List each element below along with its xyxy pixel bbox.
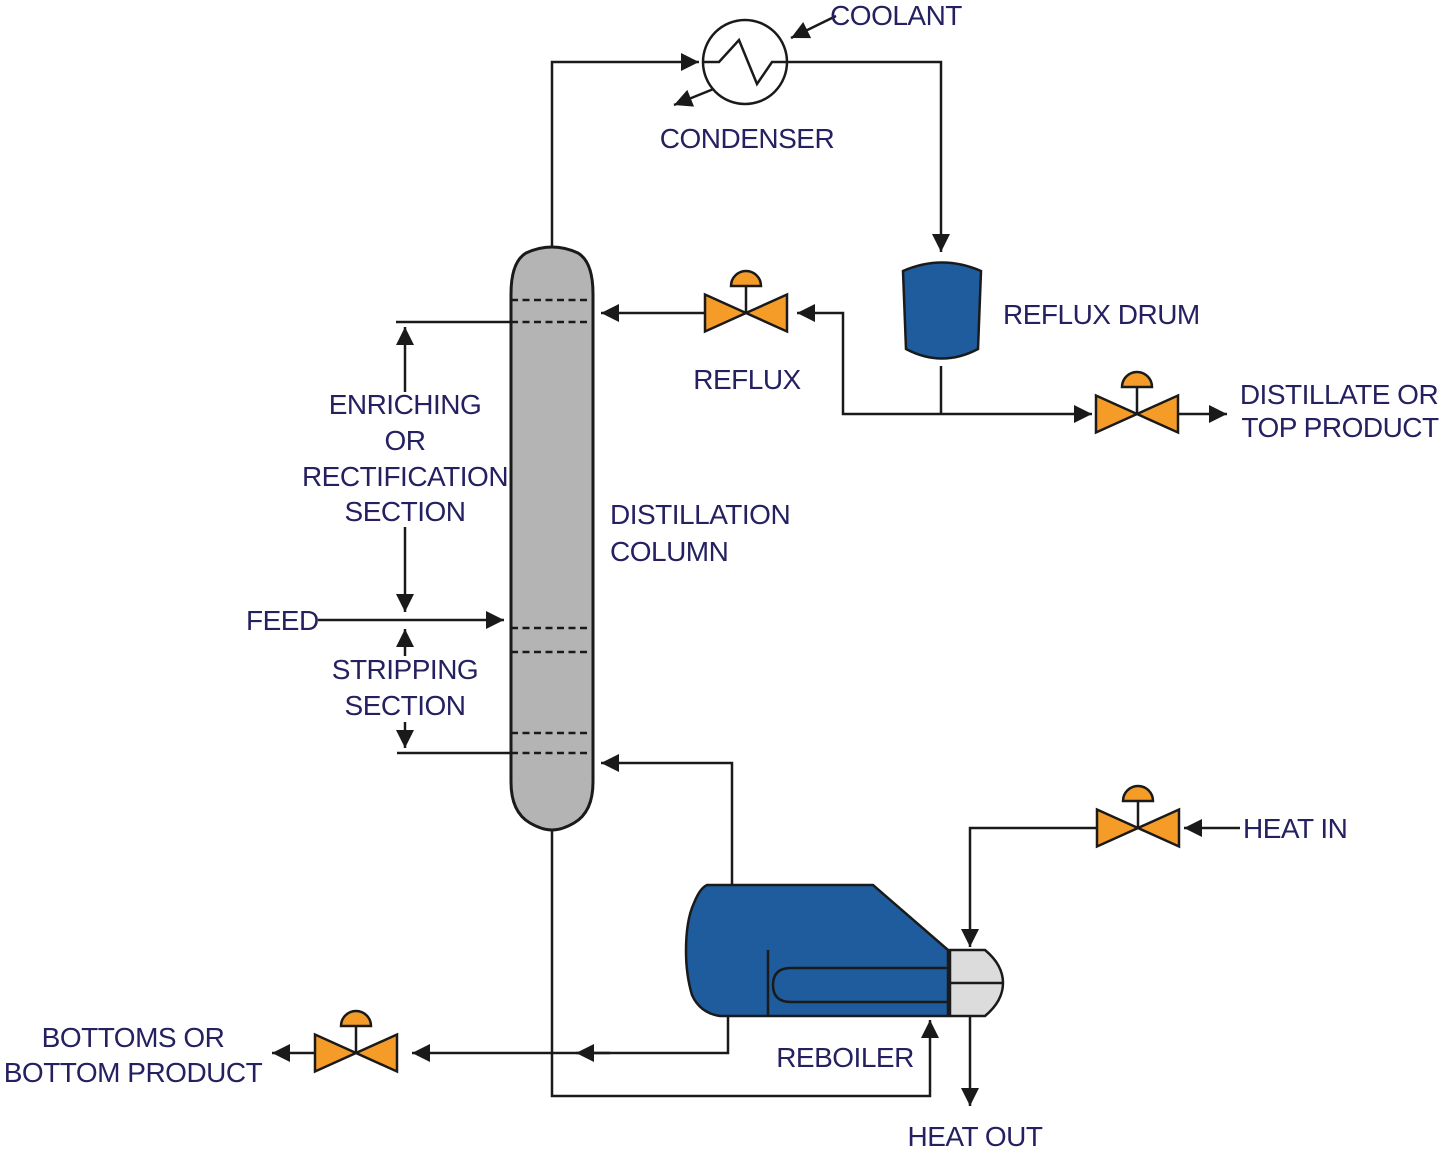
distillate-label-line2: TOP PRODUCT	[1241, 412, 1439, 443]
pipe-condenser-to-drum	[787, 60, 950, 252]
coolant-inlet-arrow	[790, 14, 837, 40]
condenser-label: CONDENSER	[660, 123, 834, 154]
coolant-label: COOLANT	[830, 0, 962, 31]
enriching-label-line2: OR	[385, 425, 426, 456]
pipe-reboiler-liquid-out	[412, 1016, 730, 1062]
condenser-symbol	[701, 18, 789, 106]
heat-out-label: HEAT OUT	[908, 1121, 1043, 1152]
column-shell	[509, 245, 595, 832]
distillation-column-label-line1: DISTILLATION	[610, 499, 790, 530]
bottoms-valve-icon	[313, 1009, 399, 1073]
distillate-label-line1: DISTILLATE OR	[1240, 379, 1438, 410]
pipe-heat-in-to-reboiler	[961, 826, 1098, 947]
bottoms-label-line1: BOTTOMS OR	[42, 1022, 225, 1053]
distillation-column-label-line2: COLUMN	[610, 536, 728, 567]
heat-in-valve-icon	[1095, 784, 1181, 848]
coolant-outlet-arrow	[673, 86, 717, 107]
feed-label: FEED	[246, 605, 319, 636]
pipe-reflux-riser	[797, 304, 941, 416]
reflux-label: REFLUX	[693, 364, 801, 395]
stripping-label-line2: SECTION	[345, 690, 466, 721]
distillate-valve-icon	[1094, 370, 1180, 434]
bottoms-label-line2: BOTTOM PRODUCT	[4, 1057, 263, 1088]
reboiler-symbol	[684, 883, 1005, 1018]
reflux-drum-vessel	[901, 261, 983, 360]
reboiler-label: REBOILER	[776, 1042, 914, 1073]
stripping-label-line1: STRIPPING	[332, 654, 478, 685]
enriching-label-line4: SECTION	[345, 496, 466, 527]
enriching-label-line3: RECTIFICATION	[302, 461, 508, 492]
reboiler-shell	[684, 883, 950, 1018]
reflux-valve-icon	[703, 269, 789, 333]
pipe-overhead-vapor	[550, 53, 699, 250]
reboiler-tube-bundle-icon	[771, 966, 950, 1004]
distillation-column-vessel	[509, 245, 595, 832]
reflux-drum-label: REFLUX DRUM	[1003, 299, 1200, 330]
pipe-vapor-return	[601, 754, 734, 886]
enriching-label-line1: ENRICHING	[329, 389, 482, 420]
heat-in-label: HEAT IN	[1243, 813, 1347, 844]
pipe-column-bottoms-to-reboiler	[550, 830, 939, 1098]
condenser-zigzag-icon	[703, 37, 787, 87]
